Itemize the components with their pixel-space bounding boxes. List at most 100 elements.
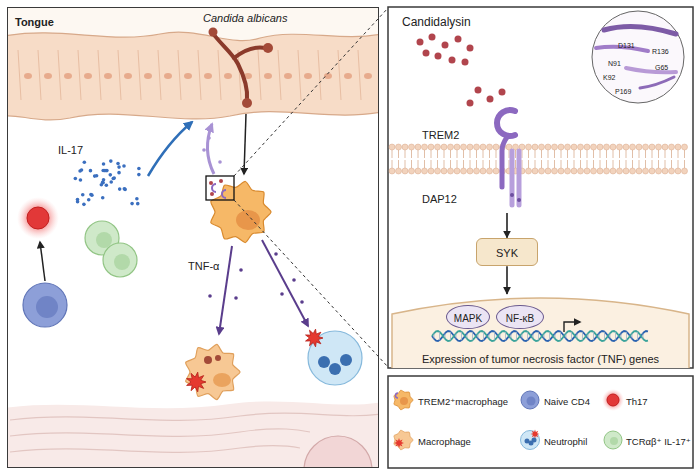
dna-rung — [511, 333, 512, 338]
lipid-head — [630, 144, 636, 150]
lipid-tail — [489, 160, 490, 168]
lipid-tail — [470, 150, 471, 158]
lipid-head — [474, 144, 480, 150]
il17-dot — [93, 174, 97, 178]
lipid-tail — [502, 160, 503, 168]
blood-vessel — [304, 436, 372, 467]
dna-rung — [500, 333, 501, 338]
legend-box — [388, 376, 693, 468]
lipid-tail — [548, 150, 549, 158]
protein-strand — [596, 47, 648, 51]
dna-rung — [593, 332, 594, 340]
lipid-head — [402, 144, 408, 150]
dna-rung — [483, 332, 484, 340]
dna-rung — [527, 332, 528, 340]
kinase-box: SYK — [476, 238, 538, 266]
il17-dot — [82, 203, 86, 207]
lipid-tail — [483, 160, 484, 168]
lipid-head — [461, 144, 467, 150]
factor-oval: NF-κB — [496, 305, 544, 329]
icon-cell — [521, 391, 539, 409]
lipid-tail — [671, 150, 672, 158]
lipid-head — [422, 168, 428, 174]
dna-rung — [472, 332, 473, 340]
lipid-head — [610, 144, 616, 150]
lipid-tail — [580, 150, 581, 158]
zoom-line — [234, 200, 388, 367]
dna-rung — [494, 332, 495, 340]
lipid-head — [675, 168, 681, 174]
icon-cell — [604, 431, 622, 449]
node-text: SYK — [496, 247, 518, 259]
dna-rung — [560, 332, 561, 340]
node-text: MAPK — [454, 313, 482, 324]
residue-label-slot: R136 — [652, 40, 669, 58]
lipid-head — [415, 144, 421, 150]
lipid-tail — [580, 160, 581, 168]
il17-dot — [122, 164, 126, 168]
lipid-head — [409, 144, 415, 150]
lipid-head — [662, 168, 668, 174]
peptide — [449, 57, 456, 64]
icon-lobe — [525, 439, 530, 444]
lipid-tail — [600, 160, 601, 168]
cytokine-label: TNF-α — [188, 260, 219, 272]
legend-item: TCRαβ⁺ IL-17⁺ — [602, 429, 691, 451]
lipid-head — [617, 168, 623, 174]
il17-dot — [76, 200, 80, 204]
icon-burst — [394, 438, 404, 448]
node-text: TREM2 — [422, 129, 459, 141]
peptide — [442, 42, 449, 49]
icon-lobe — [532, 438, 537, 443]
candida-hypha — [234, 47, 266, 58]
il17-dot — [83, 160, 87, 164]
peptide — [210, 192, 214, 196]
lipid-head — [448, 144, 454, 150]
icon-cell — [607, 394, 619, 406]
cell-border — [98, 50, 101, 100]
icon-cell — [394, 390, 413, 410]
lipid-head — [467, 144, 473, 150]
lipid-tail — [522, 160, 523, 168]
il17-dot — [116, 162, 120, 166]
cell-nucleus — [284, 73, 292, 79]
icon-burst — [531, 430, 540, 439]
dna-rung — [538, 332, 539, 340]
invasion-arrow — [244, 114, 246, 174]
protein-strand — [626, 68, 676, 72]
lipid-head — [409, 168, 415, 174]
zoom-line — [234, 8, 388, 176]
legend-item: Macrophage — [392, 429, 516, 451]
peptide — [455, 36, 462, 43]
il17-dot — [105, 183, 109, 187]
lipid-head — [545, 144, 551, 150]
dna-rung — [467, 333, 468, 338]
candidalysin-peptides — [417, 34, 506, 107]
lipid-head — [604, 144, 610, 150]
lipid-tail — [541, 160, 542, 168]
lipid-head — [630, 168, 636, 174]
lipid-tail — [619, 150, 620, 158]
signal-arrow — [506, 266, 508, 294]
toxin-label: Candidalysin — [402, 15, 471, 29]
lipid-head — [597, 168, 603, 174]
lipid-tail — [587, 160, 588, 168]
cell-nucleus — [264, 73, 272, 79]
lipid-tail — [450, 160, 451, 168]
cell-border — [78, 50, 81, 100]
lipid-tail — [437, 160, 438, 168]
dna-rung — [626, 332, 627, 340]
lipid-head — [558, 168, 564, 174]
lipid-head — [526, 168, 532, 174]
lipid-tail — [444, 150, 445, 158]
lipid-head — [656, 168, 662, 174]
tnf-arrow — [219, 246, 232, 334]
il17-dot — [103, 169, 107, 173]
text-slot: Macrophage — [418, 431, 516, 449]
dna-rung — [445, 333, 446, 338]
lipid-head — [441, 168, 447, 174]
lipid-head — [649, 168, 655, 174]
